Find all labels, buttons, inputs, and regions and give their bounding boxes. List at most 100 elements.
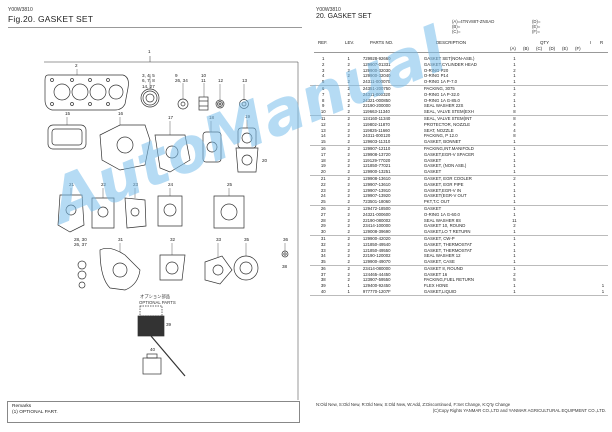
nozzle-protector	[215, 99, 225, 109]
parts-no-cell: 129900-49070	[360, 259, 422, 266]
qty-c-cell	[534, 79, 548, 87]
qty-c-cell	[534, 169, 548, 176]
qty-d-cell	[547, 259, 562, 266]
description-cell: GASKET, EGR PIPE	[423, 181, 464, 187]
ref-cell: 37	[320, 271, 326, 277]
qty-a-cell: 1	[513, 56, 516, 61]
ref-cell: 8	[322, 97, 325, 103]
qty-d-cell	[547, 199, 562, 206]
ref-cell: 38	[320, 277, 326, 283]
parts-no-cell: 121850-49550	[362, 247, 391, 253]
parts-no-cell: 121850-49540	[362, 241, 391, 247]
seal-washer	[177, 98, 189, 110]
col-lev: LEV.	[345, 40, 355, 45]
ref-cell: 16	[320, 145, 326, 151]
qty-f-cell	[574, 259, 588, 266]
callout-36: 36	[283, 237, 289, 242]
qty-a-cell: 1	[507, 259, 522, 266]
parts-no-cell: 977770-1207F	[360, 289, 422, 296]
description-cell: PACKING, 3075	[423, 85, 455, 91]
qty-a-cell: 1	[513, 151, 516, 157]
callout-21: 21	[69, 182, 75, 187]
liquid-gasket-tube	[142, 353, 162, 375]
qty-b-cell	[521, 79, 535, 87]
thermostat-gasket-33	[204, 255, 233, 285]
description-cell: GASKET,EGR-V IN	[423, 187, 462, 193]
lev-cell: 2	[347, 277, 350, 283]
description-cell: O-RING 1A G-60.0	[423, 211, 460, 217]
lev-cell: 2	[336, 259, 361, 266]
exploded-parts-diagram	[44, 56, 299, 400]
description-cell: PKT,T.C OUT	[421, 199, 508, 206]
ref-cell: 33	[320, 247, 326, 253]
r-cell	[597, 79, 608, 87]
egr-v-out-gasket	[157, 195, 183, 227]
qty-a-cell: 8	[507, 109, 522, 116]
callout-3: 3, 4, 5 6, 7, 8 14, 27	[142, 73, 155, 89]
lev-cell: 2	[336, 229, 361, 236]
callout-31: 31	[118, 237, 124, 242]
qty-a-cell: 1	[507, 229, 522, 236]
qty-e-cell	[561, 259, 575, 266]
col-ref: REF.	[318, 40, 328, 45]
qty-a-cell: 1	[513, 97, 516, 103]
r-cell	[597, 109, 608, 116]
lev-cell: 2	[347, 211, 350, 217]
description-cell: O-RING P14	[423, 73, 449, 79]
callout-28: 28, 30 26, 37	[74, 237, 87, 248]
r-cell: 1	[601, 283, 605, 289]
qty-a-cell: 1	[507, 289, 522, 296]
r-cell	[597, 139, 608, 146]
lev-cell: 2	[347, 217, 350, 223]
parts-no-cell: 129900-32030	[362, 67, 391, 73]
parts-no-cell: 129907-13920	[362, 193, 391, 199]
ref-cell: 20	[310, 169, 337, 176]
lev-cell: 1	[347, 56, 350, 61]
optional-label-jp: オプション部品	[140, 294, 171, 299]
qty-d-cell	[547, 139, 562, 146]
qty-b-cell	[521, 139, 535, 146]
parts-no-cell: 24311-000070	[360, 79, 422, 87]
qty-f-cell	[574, 229, 588, 236]
parts-no-cell: 129400-92450	[362, 283, 391, 289]
parts-no-cell: 24351-200750	[362, 85, 391, 91]
description-cell: SEAL WASHER 22S	[423, 103, 464, 109]
qty-c-cell	[534, 289, 548, 296]
thermostat-gasket-32	[159, 254, 186, 281]
ref-cell: 9	[322, 103, 325, 109]
model-legend: (A)=4TNV88T-ZNSAD (B)= (C)=	[452, 19, 494, 35]
optional-label-en: OPTIONAL PARTS	[139, 300, 176, 305]
qty-c-cell	[534, 199, 548, 206]
egr-v-in-gasket	[124, 197, 147, 229]
parts-no-cell: 129008-39690	[360, 229, 422, 236]
callout-22: 22	[101, 182, 107, 187]
parts-no-cell: 24311-000120	[362, 133, 391, 139]
r-cell	[597, 169, 608, 176]
lev-cell: 2	[347, 61, 350, 67]
lev-cell: 2	[347, 133, 350, 139]
callout-33: 33	[216, 237, 222, 242]
callout-17: 17	[168, 115, 174, 120]
lev-cell: 2	[347, 85, 350, 91]
lev-cell: 2	[347, 205, 350, 211]
col-parts-no: PARTS NO.	[370, 40, 394, 45]
i-cell	[587, 139, 598, 146]
callout-35: 35	[244, 237, 250, 242]
col-qty-d: (D)	[549, 46, 556, 51]
doc-code-right: Y00W3810	[316, 7, 341, 13]
ref-cell: 19	[320, 163, 326, 169]
description-cell: GASKET,LO T RETURN	[421, 229, 508, 236]
qty-a-cell: 1	[507, 79, 522, 87]
callout-32: 32	[170, 237, 176, 242]
description-cell: GASKET 10, ROUND	[423, 223, 466, 229]
r-cell	[597, 199, 608, 206]
callout-39: 39	[166, 322, 172, 327]
col-r: R	[600, 40, 604, 45]
